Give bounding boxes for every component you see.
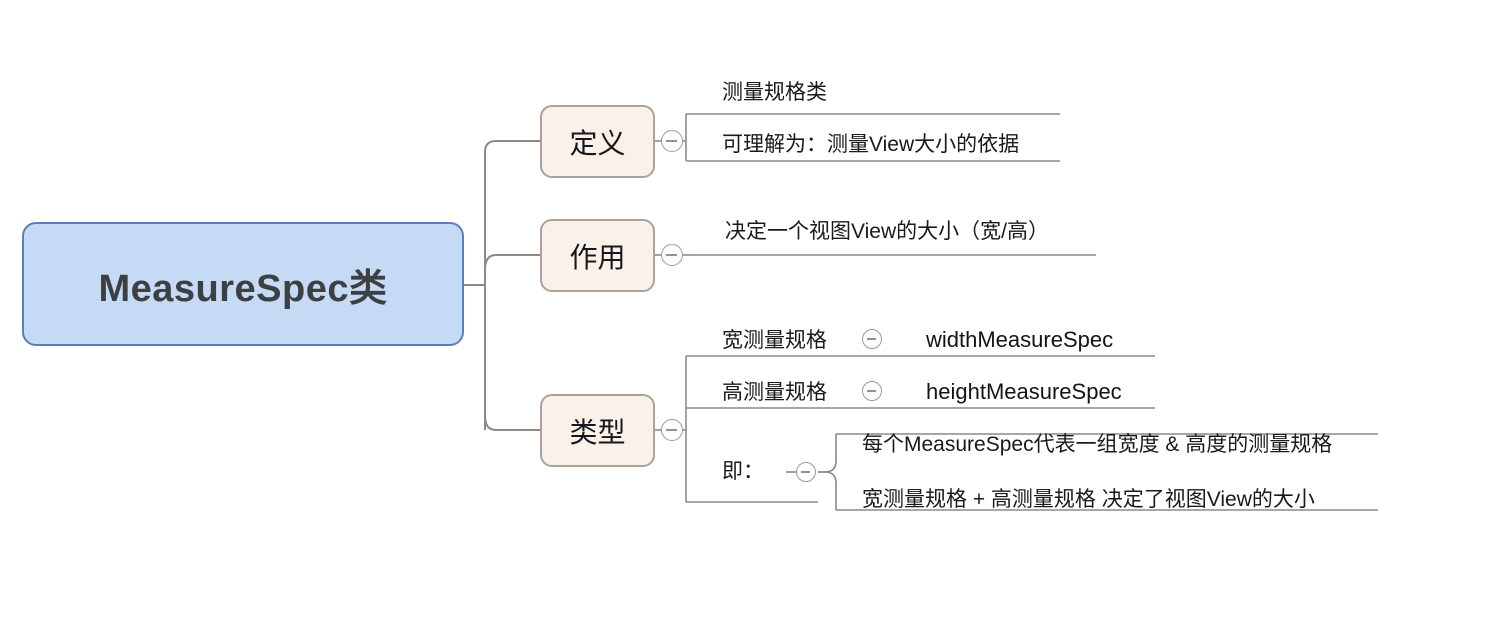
leaf-purpose-0: 决定一个视图View的大小（宽/高） <box>725 220 1049 243</box>
collapse-toggle-icon-conclusion[interactable] <box>796 462 816 482</box>
collapse-toggle-icon-height[interactable] <box>862 381 882 401</box>
branch-node-types[interactable]: 类型 <box>540 394 655 467</box>
leaf-types-width-value: widthMeasureSpec <box>926 327 1114 352</box>
branch-node-label: 类型 <box>569 416 626 448</box>
collapse-toggle-icon-width[interactable] <box>862 329 882 349</box>
branch-node-label: 作用 <box>569 241 626 273</box>
leaf-definition-1: 可理解为：测量View大小的依据 <box>722 133 1020 156</box>
leaf-conclusion-0: 每个MeasureSpec代表一组宽度 & 高度的测量规格 <box>862 433 1333 456</box>
leaf-types-conclusion-label: 即： <box>722 460 764 483</box>
leaf-definition-0: 测量规格类 <box>722 81 827 104</box>
leaf-types-height-value: heightMeasureSpec <box>926 379 1122 404</box>
collapse-toggle-icon-purpose[interactable] <box>661 244 683 266</box>
leaf-types-height-label: 高测量规格 <box>722 381 827 404</box>
branch-node-label: 定义 <box>569 127 626 159</box>
branch-node-purpose[interactable]: 作用 <box>540 219 655 292</box>
branch-node-definition[interactable]: 定义 <box>540 105 655 178</box>
root-node[interactable]: MeasureSpec类 <box>22 222 464 346</box>
collapse-toggle-icon-definition[interactable] <box>661 130 683 152</box>
collapse-toggle-icon-types[interactable] <box>661 419 683 441</box>
leaf-types-width-label: 宽测量规格 <box>722 329 827 352</box>
leaf-conclusion-1: 宽测量规格 + 高测量规格 决定了视图View的大小 <box>862 488 1315 511</box>
root-node-label: MeasureSpec类 <box>98 267 388 310</box>
